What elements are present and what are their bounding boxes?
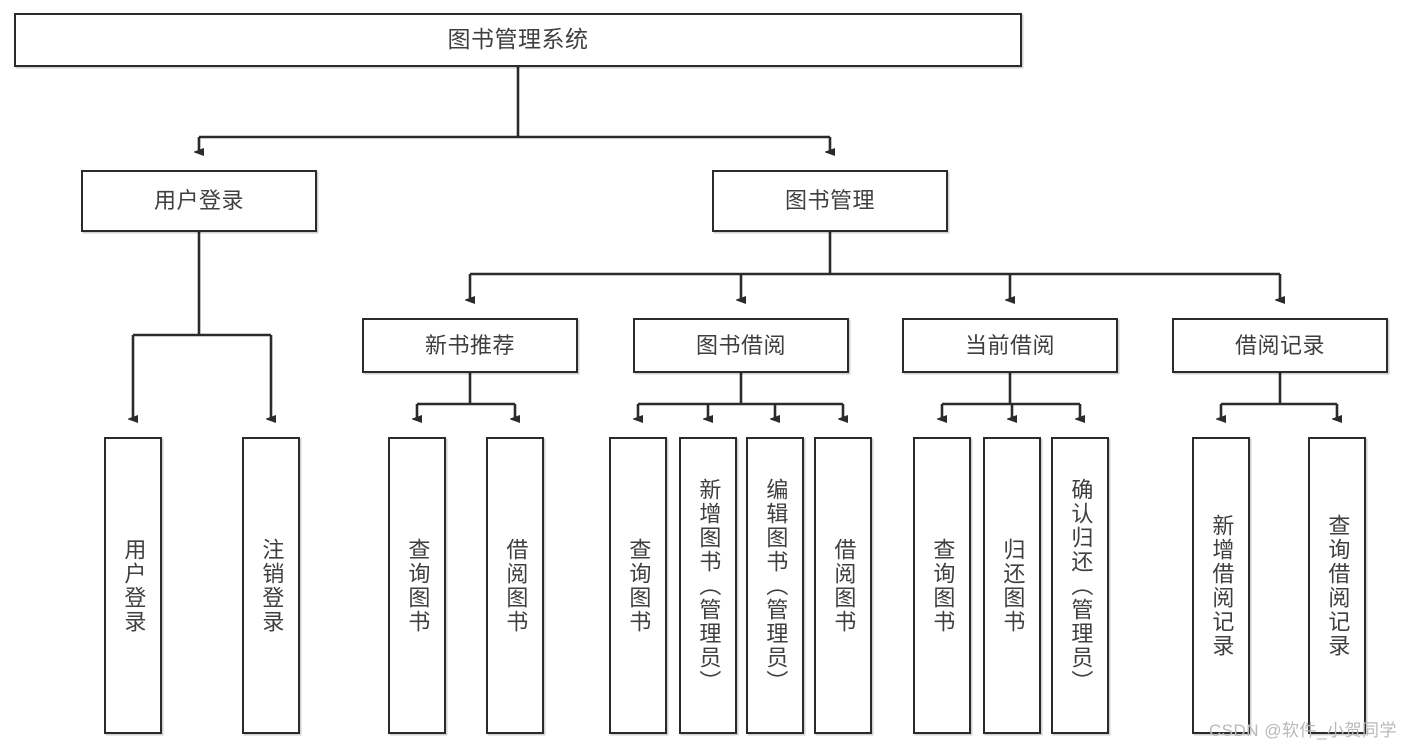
node-leaf-query-book-cur[interactable]: 查询图书 xyxy=(913,437,971,734)
node-leaf-add-book-admin-label: 新增图书（管理员） xyxy=(696,477,722,694)
node-leaf-borrow-book[interactable]: 借阅图书 xyxy=(814,437,872,734)
node-leaf-confirm-return-admin-label: 确认归还（管理员） xyxy=(1068,477,1094,694)
node-leaf-borrow-book-rec-label: 借阅图书 xyxy=(503,537,529,634)
node-borrow-record-label: 借阅记录 xyxy=(1234,332,1325,358)
node-leaf-query-borrow-record[interactable]: 查询借阅记录 xyxy=(1308,437,1366,734)
node-book-borrow[interactable]: 图书借阅 xyxy=(633,318,849,373)
watermark-text: CSDN @软件_小贺同学 xyxy=(1208,721,1397,740)
node-user-login-label: 用户登录 xyxy=(153,188,244,214)
node-book-manage-label: 图书管理 xyxy=(784,188,875,214)
node-root-label: 图书管理系统 xyxy=(447,26,589,53)
node-current-borrow[interactable]: 当前借阅 xyxy=(902,318,1118,373)
node-borrow-record[interactable]: 借阅记录 xyxy=(1172,318,1388,373)
node-book-borrow-label: 图书借阅 xyxy=(695,332,786,358)
node-leaf-user-logout[interactable]: 注销登录 xyxy=(242,437,300,734)
node-leaf-edit-book-admin-label: 编辑图书（管理员） xyxy=(763,477,789,694)
node-leaf-query-book-borrow[interactable]: 查询图书 xyxy=(609,437,667,734)
node-leaf-edit-book-admin[interactable]: 编辑图书（管理员） xyxy=(746,437,804,734)
node-new-book-recommend[interactable]: 新书推荐 xyxy=(362,318,578,373)
node-leaf-query-book-borrow-label: 查询图书 xyxy=(626,537,652,634)
node-leaf-query-book-rec[interactable]: 查询图书 xyxy=(388,437,446,734)
node-new-book-recommend-label: 新书推荐 xyxy=(424,332,515,358)
node-leaf-add-book-admin[interactable]: 新增图书（管理员） xyxy=(679,437,737,734)
node-leaf-user-login[interactable]: 用户登录 xyxy=(104,437,162,734)
node-leaf-borrow-book-rec[interactable]: 借阅图书 xyxy=(486,437,544,734)
node-leaf-user-login-label: 用户登录 xyxy=(121,537,147,634)
node-book-manage[interactable]: 图书管理 xyxy=(712,170,948,232)
node-leaf-borrow-book-label: 借阅图书 xyxy=(831,537,857,634)
node-current-borrow-label: 当前借阅 xyxy=(964,332,1055,358)
node-leaf-add-borrow-record-label: 新增借阅记录 xyxy=(1209,513,1235,658)
node-leaf-return-book-label: 归还图书 xyxy=(1000,537,1026,634)
node-leaf-query-book-cur-label: 查询图书 xyxy=(930,537,956,634)
node-leaf-query-book-rec-label: 查询图书 xyxy=(405,537,431,634)
node-user-login[interactable]: 用户登录 xyxy=(81,170,317,232)
node-leaf-add-borrow-record[interactable]: 新增借阅记录 xyxy=(1192,437,1250,734)
node-root[interactable]: 图书管理系统 xyxy=(14,13,1022,67)
node-leaf-return-book[interactable]: 归还图书 xyxy=(983,437,1041,734)
node-leaf-query-borrow-record-label: 查询借阅记录 xyxy=(1325,513,1351,658)
node-leaf-confirm-return-admin[interactable]: 确认归还（管理员） xyxy=(1051,437,1109,734)
node-leaf-user-logout-label: 注销登录 xyxy=(259,537,285,634)
